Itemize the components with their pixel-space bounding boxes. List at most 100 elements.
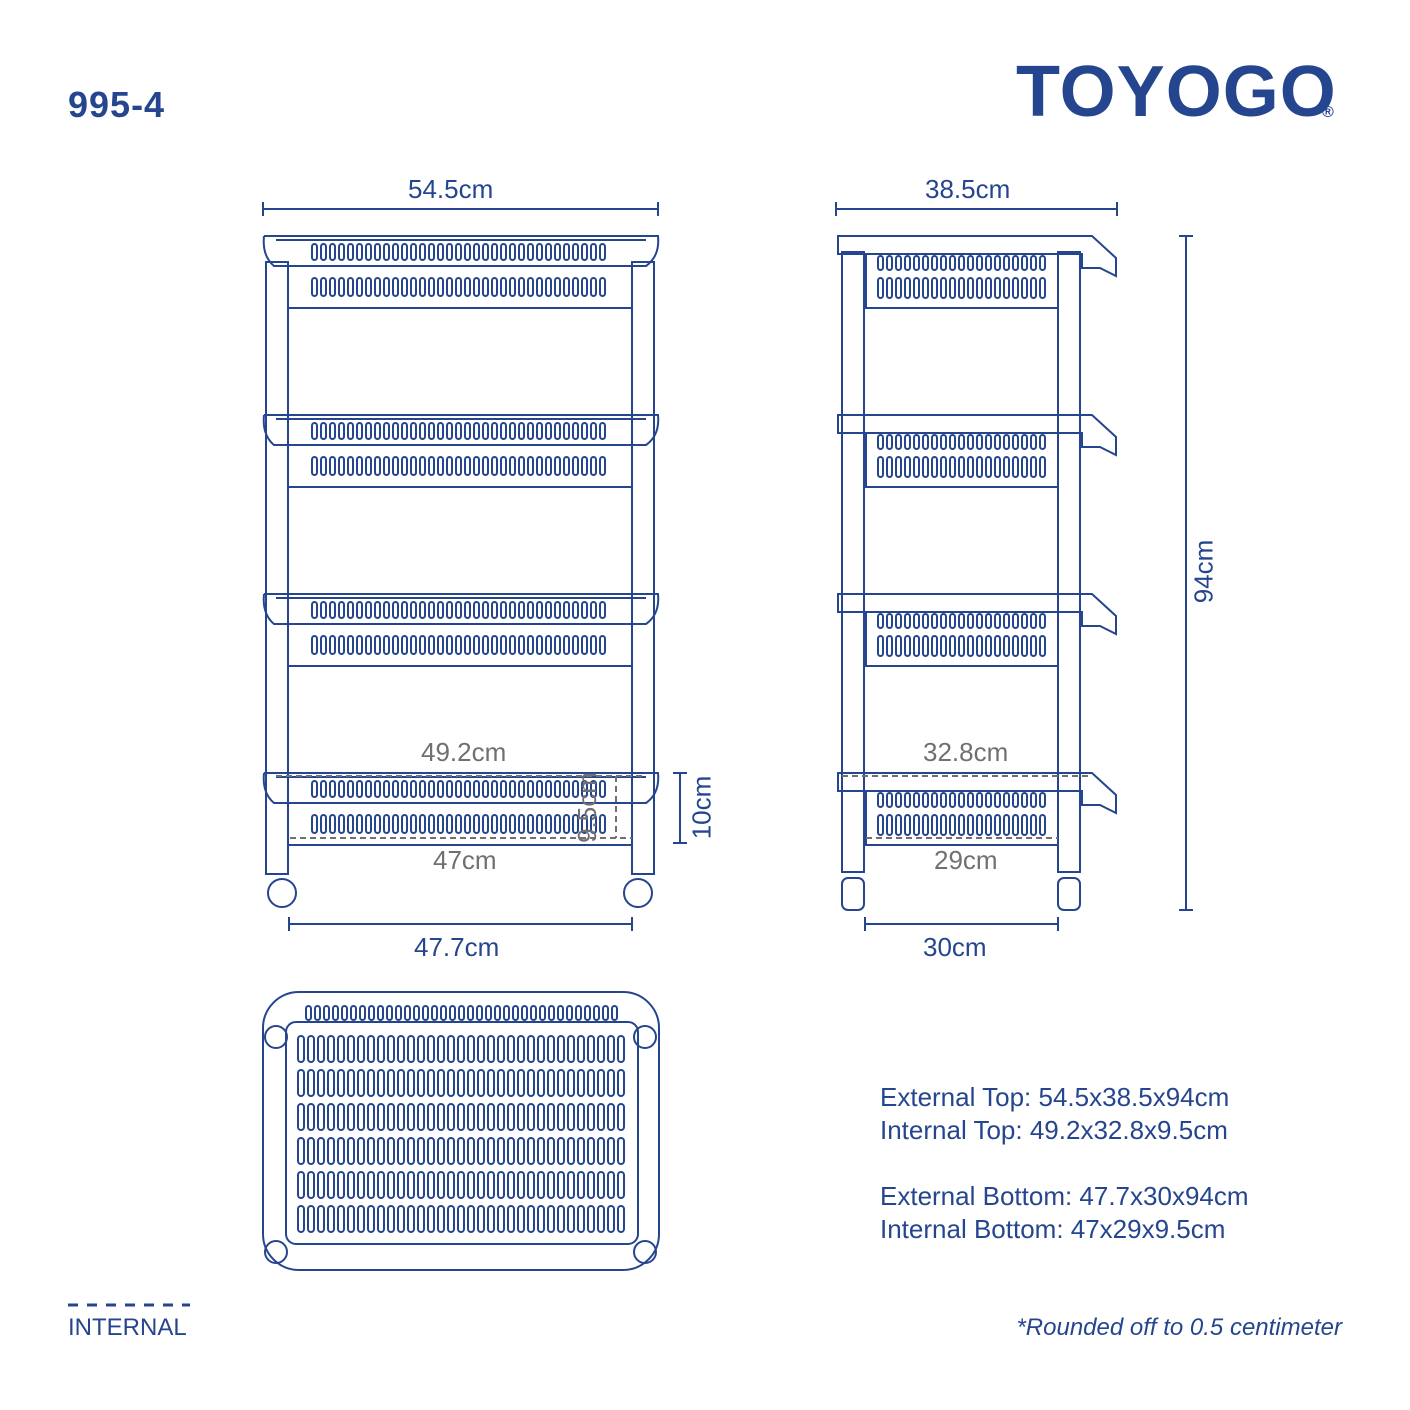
body-slot xyxy=(599,456,606,476)
top-grid-slot xyxy=(357,1137,365,1165)
side-rim-slot xyxy=(1003,792,1010,808)
top-grid-slot xyxy=(387,1069,395,1097)
rim-slot xyxy=(464,422,471,440)
side-rim-slot xyxy=(877,255,884,271)
body-slot xyxy=(338,456,345,476)
rim-slot xyxy=(554,601,561,619)
body-slot xyxy=(329,635,336,655)
top-grid-slot xyxy=(447,1035,455,1063)
top-grid-slot xyxy=(527,1035,535,1063)
top-grid-slot xyxy=(537,1171,545,1199)
side-body-slot xyxy=(1039,456,1046,478)
rim-slot xyxy=(320,243,327,261)
top-grid-slot xyxy=(547,1137,555,1165)
rim-slot xyxy=(482,601,489,619)
top-rim-slot xyxy=(413,1005,420,1021)
top-rim-slot xyxy=(431,1005,438,1021)
top-grid-slot xyxy=(507,1171,515,1199)
side-rim-slot xyxy=(1021,255,1028,271)
side-rim-slot xyxy=(931,613,938,629)
top-grid-slot xyxy=(537,1069,545,1097)
rim-slot xyxy=(374,422,381,440)
top-grid-slot xyxy=(347,1205,355,1233)
body-slot xyxy=(311,456,318,476)
rim-slot xyxy=(599,422,606,440)
body-slot xyxy=(518,814,525,834)
side-rim-slot xyxy=(922,613,929,629)
rim-slot xyxy=(356,780,363,798)
body-slot xyxy=(599,814,606,834)
body-slot xyxy=(374,456,381,476)
body-slot xyxy=(365,814,372,834)
side-body-slot xyxy=(940,814,947,836)
side-rim-slot xyxy=(922,792,929,808)
basket-height-label: 10cm xyxy=(686,775,717,840)
top-grid-slot xyxy=(587,1137,595,1165)
top-grid-slot xyxy=(387,1171,395,1199)
top-grid-slot xyxy=(517,1069,525,1097)
body-slot xyxy=(383,456,390,476)
side-rim-slot xyxy=(994,792,1001,808)
top-grid-slot xyxy=(337,1103,345,1131)
top-view-drawing xyxy=(262,991,660,1271)
side-body-slot xyxy=(976,635,983,657)
side-rim-slot xyxy=(886,613,893,629)
side-body-slot xyxy=(922,277,929,299)
top-grid-slot xyxy=(477,1171,485,1199)
top-grid-slot xyxy=(397,1103,405,1131)
rim-slot xyxy=(455,601,462,619)
side-body-slot xyxy=(949,456,956,478)
rim-slot xyxy=(446,601,453,619)
body-slot xyxy=(338,814,345,834)
body-slot xyxy=(419,277,426,297)
rim-slot xyxy=(311,780,318,798)
top-grid-slot xyxy=(617,1035,625,1063)
rim-slot xyxy=(491,601,498,619)
rim-slot xyxy=(563,243,570,261)
top-grid-slot xyxy=(497,1069,505,1097)
internal-depth-label: 9.5cm xyxy=(571,772,602,843)
side-rim-slot xyxy=(967,792,974,808)
right-post xyxy=(631,261,655,875)
top-rim-slot xyxy=(512,1005,519,1021)
side-body-slot xyxy=(1021,814,1028,836)
body-slot xyxy=(320,814,327,834)
top-grid-slot xyxy=(587,1171,595,1199)
rim-slot xyxy=(482,422,489,440)
body-slot xyxy=(383,814,390,834)
top-rim-slot xyxy=(485,1005,492,1021)
top-outline xyxy=(262,991,660,1271)
top-grid-slot xyxy=(467,1205,475,1233)
top-grid-slot xyxy=(527,1103,535,1131)
rim-slot xyxy=(554,422,561,440)
rim-slot xyxy=(311,601,318,619)
basket-rim xyxy=(262,772,660,804)
side-body-slot xyxy=(1012,277,1019,299)
top-grid-slot xyxy=(367,1103,375,1131)
side-rim-slot xyxy=(940,613,947,629)
internal-dimension-lines xyxy=(276,775,1090,839)
top-grid-slot xyxy=(597,1171,605,1199)
body-slot xyxy=(410,456,417,476)
top-grid-slot xyxy=(417,1171,425,1199)
top-grid-slot xyxy=(487,1205,495,1233)
top-grid-slot xyxy=(517,1035,525,1063)
body-slot xyxy=(572,635,579,655)
top-grid-slot xyxy=(367,1035,375,1063)
body-slot xyxy=(590,456,597,476)
top-rim-slot xyxy=(395,1005,402,1021)
top-rim-slot xyxy=(593,1005,600,1021)
rim-slot xyxy=(374,243,381,261)
top-grid-slot xyxy=(497,1137,505,1165)
rim-slot xyxy=(338,780,345,798)
rim-slot xyxy=(428,780,435,798)
side-body-slot xyxy=(1039,635,1046,657)
body-slot xyxy=(320,635,327,655)
side-rim-slot xyxy=(904,255,911,271)
body-slot xyxy=(401,456,408,476)
side-rim-slot xyxy=(913,255,920,271)
top-rim-slot xyxy=(422,1005,429,1021)
body-slot xyxy=(518,456,525,476)
top-grid-slot xyxy=(487,1137,495,1165)
body-slot xyxy=(554,277,561,297)
